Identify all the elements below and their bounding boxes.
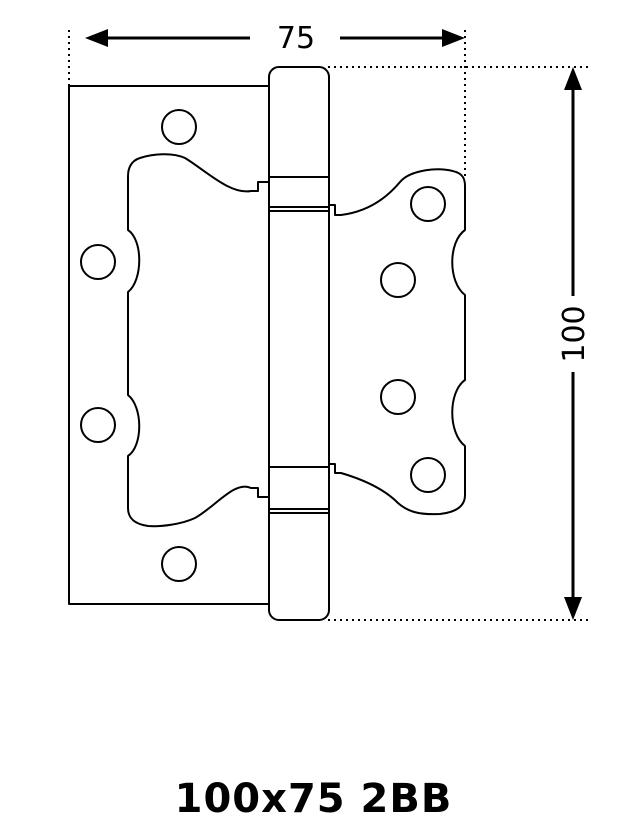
product-code: 100x75 2BB [174,776,453,822]
height-label: 100 [557,305,592,362]
screw-hole [80,407,116,443]
width-dimension [85,29,465,47]
screw-hole [380,379,416,415]
arrow-down-icon [564,597,582,620]
arrow-left-icon [85,29,108,47]
screw-hole [380,262,416,298]
screw-hole [161,109,197,145]
screw-hole [410,457,446,493]
arrow-up-icon [564,67,582,90]
screw-hole [161,546,197,582]
height-dimension [564,67,582,620]
extension-lines [68,30,588,621]
hinge [68,66,466,621]
width-label: 75 [277,21,315,56]
arrow-right-icon [442,29,465,47]
screw-hole [80,244,116,280]
leaf-cutout [127,153,273,528]
hinge-barrel [268,66,330,621]
screw-hole [410,186,446,222]
inner-leaf [327,168,466,516]
